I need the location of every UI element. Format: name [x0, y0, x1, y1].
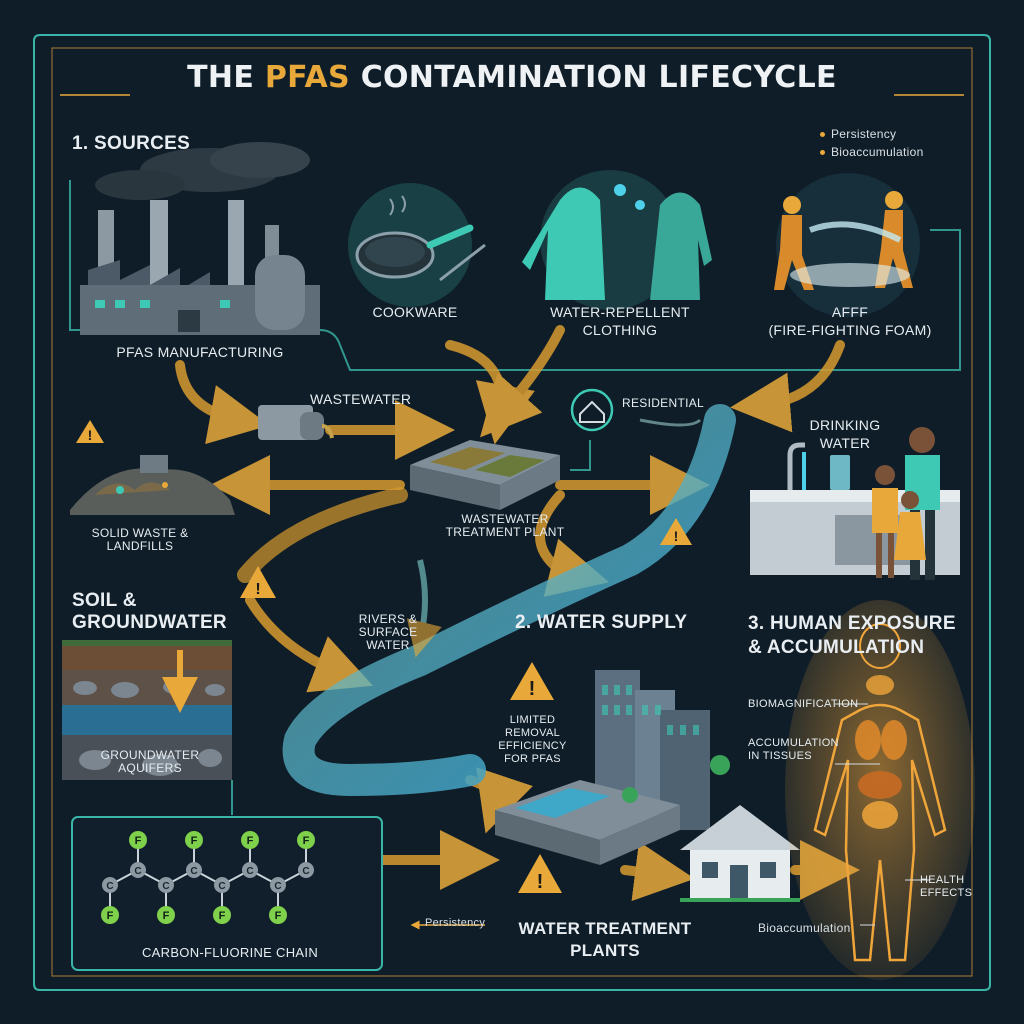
- fluorine-label: F: [247, 835, 254, 847]
- title-prefix: THE: [187, 60, 255, 95]
- svg-text:!: !: [537, 871, 544, 893]
- firefighters-illustration: [774, 173, 920, 317]
- fluorine-atom: [269, 906, 287, 924]
- svg-text:!: !: [255, 581, 260, 598]
- warning-icon: !: [240, 566, 276, 598]
- outer-frame: [33, 34, 991, 991]
- molecule-box: [71, 816, 383, 971]
- carbon-atom: [158, 877, 174, 893]
- section-human-exposure: 3. HUMAN EXPOSURE & ACCUMULATION: [748, 613, 956, 658]
- fluorine-label: F: [107, 910, 114, 922]
- warning-icon: !: [76, 420, 104, 443]
- human-body-illustration: [785, 600, 975, 980]
- fluorine-label: F: [303, 835, 310, 847]
- carbon-label: C: [302, 866, 309, 877]
- legend-bioaccumulation: Bioaccumulation: [820, 145, 924, 159]
- wastewater-treatment-plant-illustration: [410, 440, 560, 510]
- carbon-atom: [270, 877, 286, 893]
- fluorine-atom: [129, 831, 147, 849]
- label-rivers: RIVERS & SURFACE WATER: [358, 612, 418, 652]
- carbon-atom: [214, 877, 230, 893]
- carbon-atom: [242, 862, 258, 878]
- river: [282, 404, 736, 797]
- label-persistency: Persistency: [425, 917, 486, 929]
- residential-pin: [570, 388, 614, 432]
- soil-arrow: [237, 487, 408, 583]
- warning-icon: !: [660, 518, 692, 545]
- label-health-effects: HEALTH EFFECTS: [920, 874, 973, 899]
- body-pointer-lines: [835, 703, 930, 926]
- label-water-treatment-plants: WATER TREATMENT PLANTS: [518, 919, 692, 960]
- label-carbon-chain: CARBON-FLUORINE CHAIN: [141, 945, 319, 960]
- carbon-label: C: [218, 881, 225, 892]
- label-limited-removal: LIMITED REMOVAL EFFICIENCY FOR PFAS: [498, 714, 567, 765]
- factory-illustration: [80, 142, 320, 335]
- clothing-illustration: [522, 170, 712, 310]
- carbon-label: C: [274, 881, 281, 892]
- fluorine-atom: [185, 831, 203, 849]
- carbon-atom: [298, 862, 314, 878]
- label-drinking-water: DRINKING WATER: [809, 417, 881, 451]
- fluorine-label: F: [219, 910, 226, 922]
- label-wwtp: WASTEWATER TREATMENT PLANT: [445, 512, 565, 539]
- legend-dot: [820, 150, 825, 156]
- fluorine-atom: [101, 906, 119, 924]
- title-rest: CONTAMINATION LIFECYCLE: [360, 60, 837, 95]
- label-afff: AFFF (FIRE-FIGHTING FOAM): [768, 304, 932, 338]
- section-soil: SOIL & GROUNDWATER: [72, 590, 227, 633]
- label-aquifers: GROUNDWATER AQUIFERS: [100, 748, 200, 775]
- label-landfills: SOLID WASTE & LANDFILLS: [91, 526, 189, 553]
- fluorine-label: F: [135, 835, 142, 847]
- fluorine-label: F: [191, 835, 198, 847]
- label-clothing: WATER-REPELLENT CLOTHING: [550, 304, 690, 338]
- carbon-atom: [102, 877, 118, 893]
- svg-text:!: !: [529, 678, 536, 700]
- carbon-label: C: [246, 866, 253, 877]
- warning-icon: !: [518, 854, 562, 893]
- section-water-supply: 2. WATER SUPPLY: [515, 612, 688, 633]
- label-wastewater: WASTEWATER: [310, 391, 412, 407]
- label-residential: RESIDENTIAL: [622, 396, 704, 410]
- label-biomagnification: BIOMAGNIFICATION: [748, 698, 859, 710]
- house-illustration: [680, 805, 800, 902]
- carbon-label: C: [190, 866, 197, 877]
- carbon-label: C: [134, 866, 141, 877]
- flow-arrows: [175, 325, 860, 902]
- landfill-illustration: [70, 455, 235, 515]
- wastewater-pipe: [258, 405, 334, 440]
- fluorine-atom: [213, 906, 231, 924]
- fluorine-atom: [241, 831, 259, 849]
- page-title: THE PFAS CONTAMINATION LIFECYCLE: [0, 60, 1024, 95]
- svg-text:!: !: [88, 427, 93, 443]
- carbon-label: C: [106, 881, 113, 892]
- label-bioaccumulation: Bioaccumulation: [758, 921, 851, 935]
- legend-persistency: Persistency: [820, 127, 896, 141]
- cookware-illustration: [348, 183, 486, 307]
- carbon-label: C: [162, 881, 169, 892]
- warning-icons: ! ! ! ! !: [76, 420, 692, 893]
- label-accumulation: ACCUMULATION IN TISSUES: [748, 737, 839, 762]
- fluorine-label: F: [275, 910, 282, 922]
- fluorine-label: F: [163, 910, 170, 922]
- fluorine-atom: [157, 906, 175, 924]
- carbon-fluorine-molecule: F C F C F C F C F C F C F C F C: [101, 831, 315, 924]
- legend-dot: [820, 132, 825, 138]
- water-treatment-plant-illustration: [495, 670, 730, 865]
- carbon-atom: [130, 862, 146, 878]
- label-manufacturing: PFAS MANUFACTURING: [116, 344, 284, 360]
- warning-icon: !: [510, 662, 554, 700]
- label-cookware: COOKWARE: [372, 304, 458, 320]
- section-sources: 1. SOURCES: [72, 133, 191, 154]
- title-highlight: PFAS: [264, 60, 350, 95]
- fluorine-atom: [297, 831, 315, 849]
- svg-text:!: !: [674, 528, 679, 544]
- soil-cross-section: [62, 640, 232, 780]
- carbon-atom: [186, 862, 202, 878]
- drinking-water-illustration: [750, 427, 960, 580]
